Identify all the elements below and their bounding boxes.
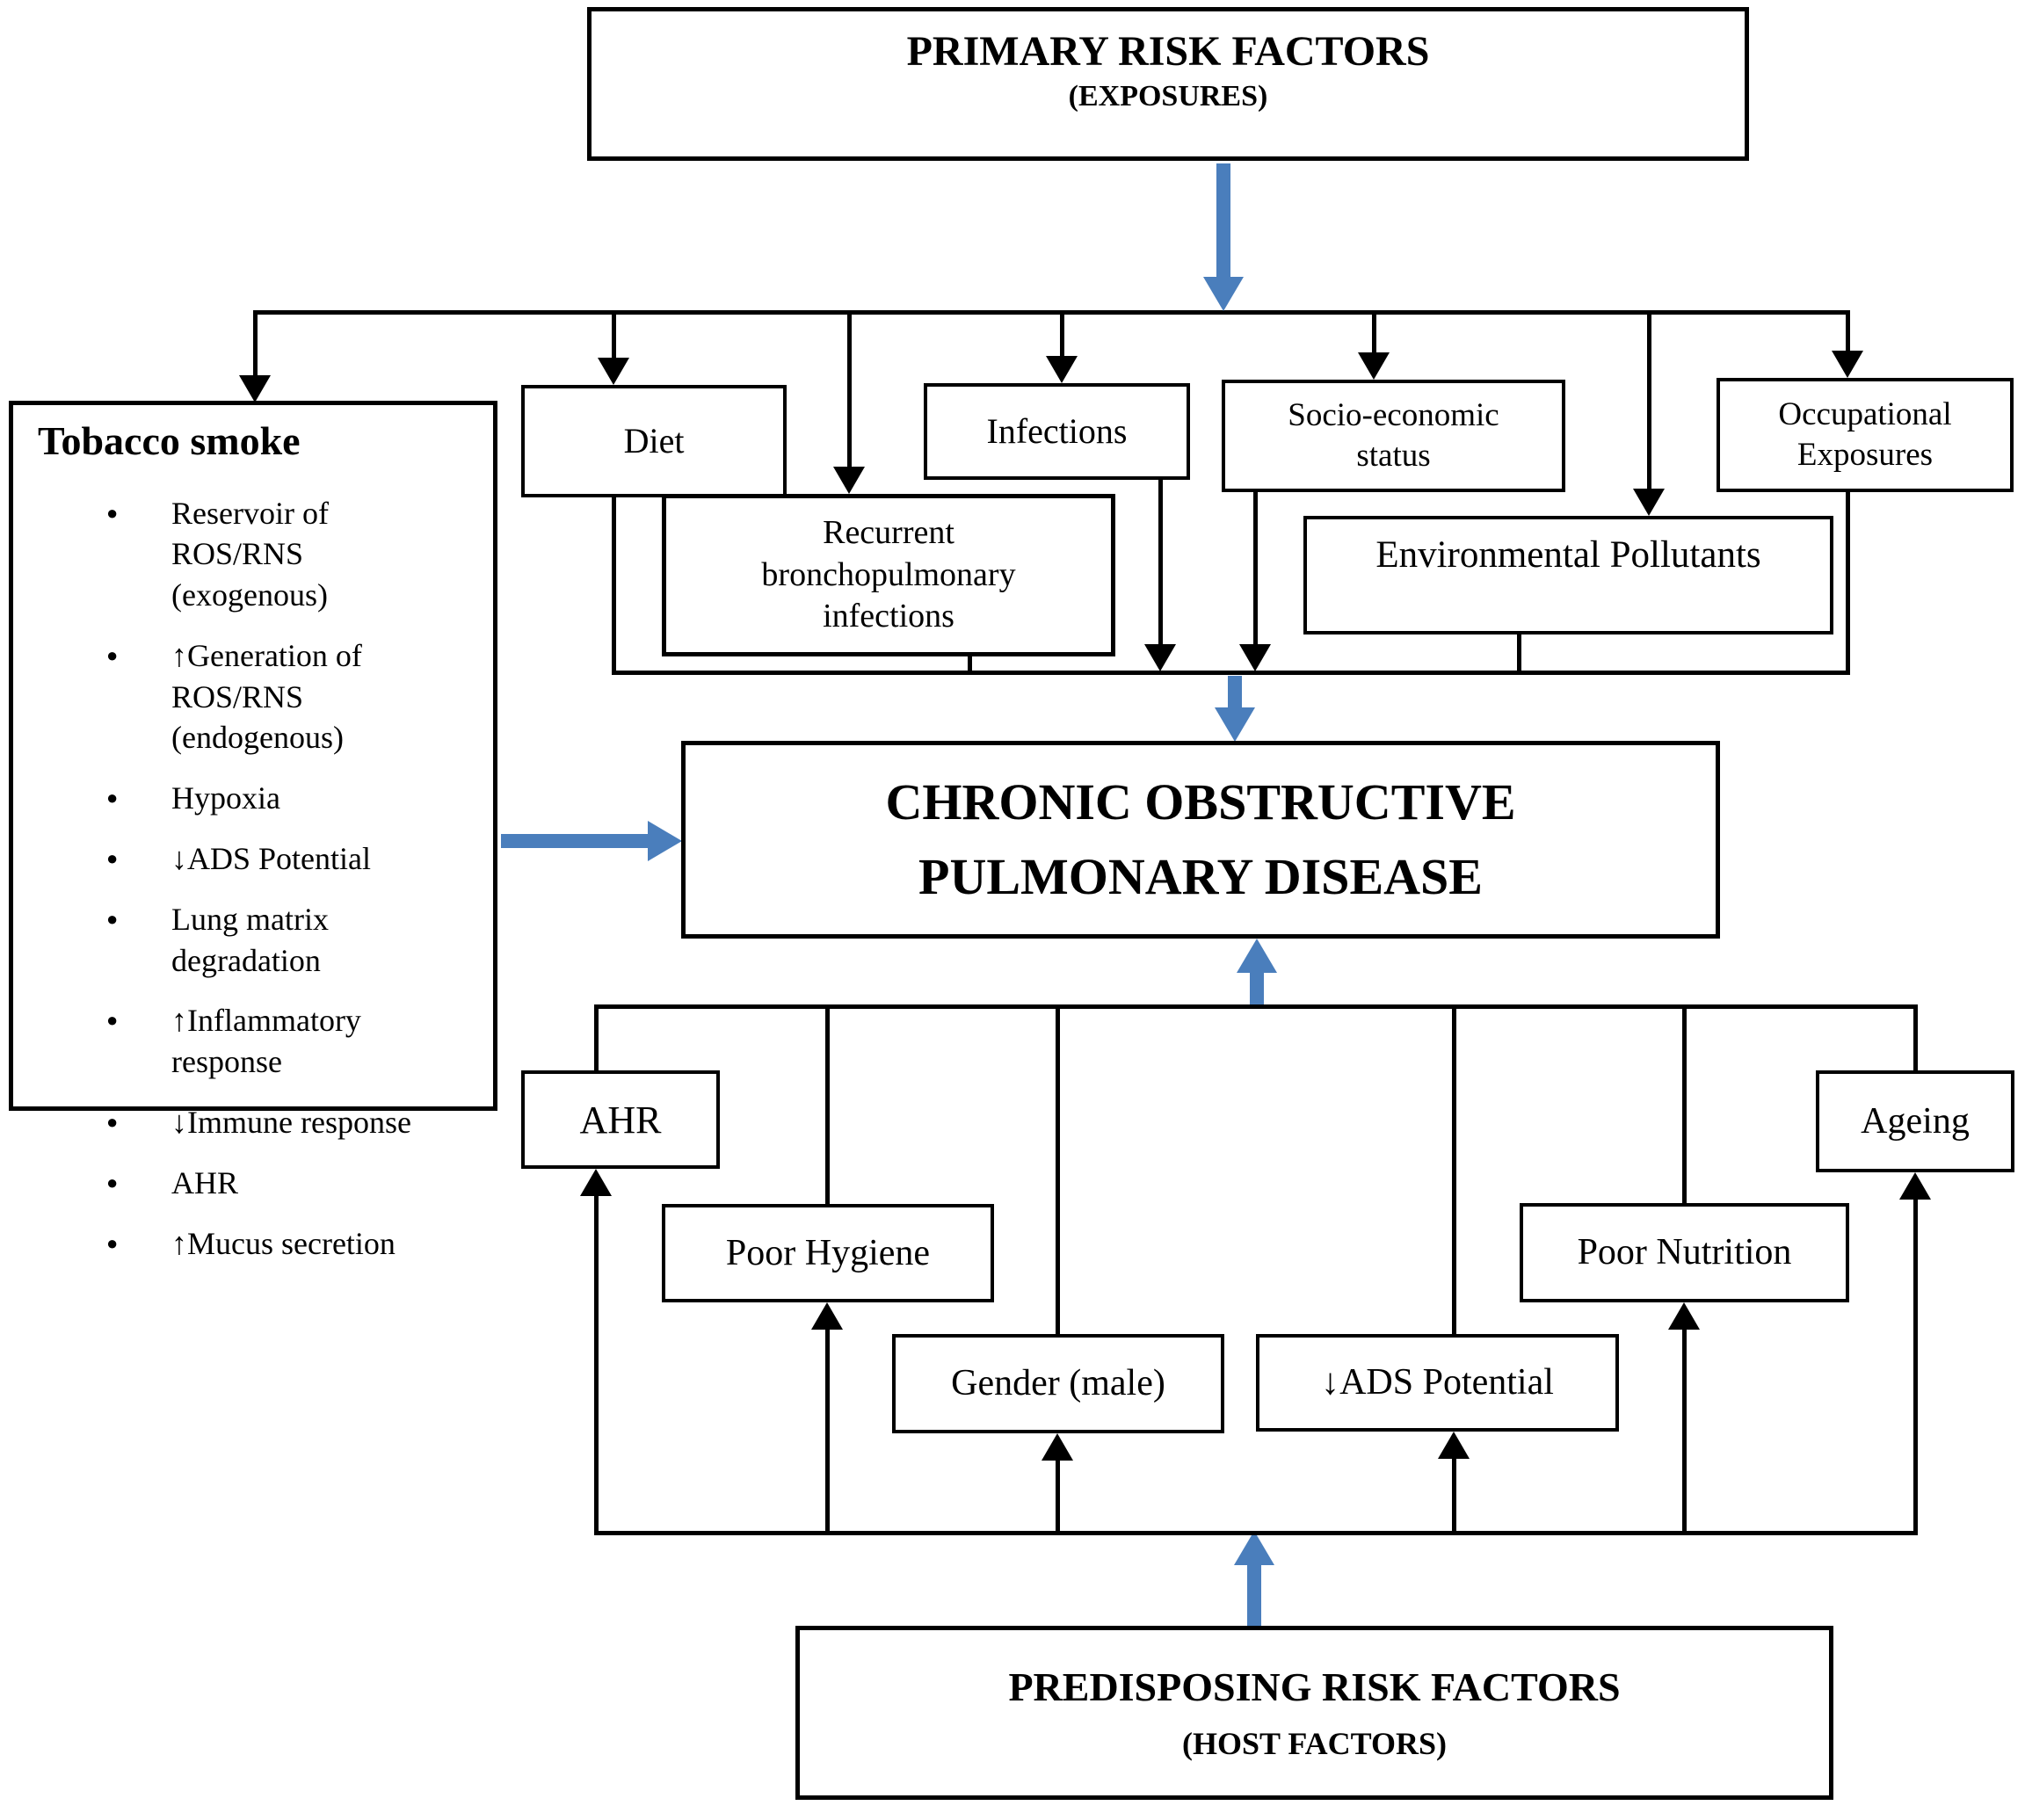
node-tobacco-smoke: Tobacco smoke Reservoir of ROS/RNS (exog… (9, 401, 497, 1261)
occupational-descender (1846, 492, 1850, 672)
node-poor-nutrition: Poor Nutrition (1520, 1203, 1849, 1302)
node-occupational-exposures: Occupational Exposures (1717, 378, 2014, 492)
node-gender-male: Gender (male) (892, 1334, 1224, 1433)
connector-to-tobacco (253, 310, 258, 376)
node-diet: Diet (521, 385, 787, 497)
list-item: Hypoxia (106, 778, 435, 819)
diet-descender (612, 497, 616, 675)
list-item: ↓ADS Potential (106, 838, 435, 880)
branch-to-ads (1452, 1004, 1456, 1334)
list-item: Reservoir of ROS/RNS (exogenous) (106, 493, 435, 616)
host-branch-line (594, 1004, 1918, 1009)
branch-to-ageing (1913, 1004, 1918, 1070)
list-item: ↑Inflammatory response (106, 1000, 435, 1083)
arrowhead-to-infections-icon (1046, 356, 1078, 383)
connector-to-occupational (1846, 310, 1850, 352)
arrow-collector-to-copd (1228, 676, 1242, 708)
arrowhead-to-recurrent-icon (833, 467, 865, 494)
exposures-branch-line (255, 310, 1850, 315)
connector-to-environmental (1647, 310, 1651, 489)
arrow-tobacco-to-copd-head-icon (648, 821, 682, 861)
node-ads-potential: ↓ADS Potential (1256, 1334, 1619, 1432)
arrowhead-up-poor-nutrition-icon (1668, 1302, 1700, 1330)
connector-to-socio (1372, 310, 1376, 353)
predisposing-title: PREDISPOSING RISK FACTORS (1008, 1664, 1621, 1709)
list-item: Lung matrix degradation (106, 899, 435, 982)
socio-descender (1253, 492, 1258, 646)
arrowhead-socio-collector-icon (1239, 644, 1271, 671)
arrowhead-to-socio-icon (1358, 352, 1390, 380)
arrowhead-to-environmental-icon (1633, 489, 1665, 516)
node-ahr: AHR (521, 1070, 720, 1169)
arrowhead-up-ahr-icon (580, 1169, 612, 1196)
environmental-descender (1517, 634, 1521, 672)
connector-to-infections (1060, 310, 1064, 357)
arrowhead-to-tobacco-icon (239, 375, 271, 402)
node-recurrent-bronchopulmonary-infections: Recurrent bronchopulmonary infections (662, 494, 1115, 656)
arrowhead-to-diet-icon (598, 358, 629, 385)
arrowhead-up-ads-icon (1438, 1432, 1470, 1459)
branch-to-gender (1056, 1004, 1060, 1334)
branch-to-poor-hygiene (825, 1004, 830, 1204)
infections-descender (1158, 477, 1163, 646)
arrowhead-up-gender-icon (1042, 1433, 1073, 1461)
connector-to-recurrent (847, 310, 852, 468)
connector-to-diet (612, 310, 616, 359)
predisposing-subtitle: (HOST FACTORS) (1181, 1726, 1448, 1762)
up-arrow-ahr (594, 1195, 599, 1534)
arrow-primary-to-branch (1216, 163, 1230, 278)
arrowhead-to-occupational-icon (1832, 351, 1863, 378)
node-socio-economic-status: Socio-economic status (1222, 380, 1565, 492)
arrowhead-up-poor-hygiene-icon (811, 1302, 843, 1330)
host-bottom-line (594, 1531, 1918, 1535)
up-arrow-gender (1056, 1460, 1060, 1534)
list-item: ↑Generation of ROS/RNS (endogenous) (106, 635, 435, 758)
tobacco-list: Reservoir of ROS/RNS (exogenous) ↑Genera… (38, 475, 435, 1284)
exposures-collector-line (612, 671, 1850, 675)
arrowhead-up-ageing-icon (1899, 1172, 1931, 1200)
arrow-collector-to-copd-head-icon (1215, 707, 1255, 742)
tobacco-title: Tobacco smoke (38, 418, 301, 463)
up-arrow-poor-nutrition (1682, 1329, 1687, 1534)
arrow-primary-to-branch-head-icon (1203, 277, 1244, 311)
primary-title: PRIMARY RISK FACTORS (906, 28, 1430, 75)
node-primary-risk-factors: PRIMARY RISK FACTORS (EXPOSURES) (587, 7, 1749, 161)
branch-to-poor-nutrition (1682, 1004, 1687, 1203)
up-arrow-ads (1452, 1458, 1456, 1534)
arrow-predisposing-to-host (1247, 1564, 1261, 1626)
node-poor-hygiene: Poor Hygiene (662, 1204, 994, 1302)
arrow-host-to-copd (1250, 972, 1264, 1005)
list-item: AHR (106, 1163, 435, 1204)
arrow-host-to-copd-head-icon (1237, 939, 1277, 973)
up-arrow-poor-hygiene (825, 1329, 830, 1534)
arrowhead-infections-collector-icon (1144, 644, 1176, 671)
node-copd: CHRONIC OBSTRUCTIVE PULMONARY DISEASE (681, 741, 1720, 939)
node-infections: Infections (924, 383, 1190, 480)
list-item: ↑Mucus secretion (106, 1223, 435, 1265)
primary-subtitle: (EXPOSURES) (1068, 80, 1268, 112)
list-item: ↓Immune response (106, 1102, 435, 1143)
up-arrow-ageing (1913, 1199, 1918, 1534)
node-predisposing-risk-factors: PREDISPOSING RISK FACTORS (HOST FACTORS) (795, 1626, 1833, 1800)
node-ageing: Ageing (1816, 1070, 2014, 1172)
recurrent-descender (968, 655, 972, 672)
arrow-tobacco-to-copd (501, 834, 649, 848)
branch-to-ahr (594, 1004, 599, 1070)
arrow-predisposing-to-host-head-icon (1234, 1531, 1274, 1565)
node-environmental-pollutants: Environmental Pollutants (1303, 516, 1833, 634)
